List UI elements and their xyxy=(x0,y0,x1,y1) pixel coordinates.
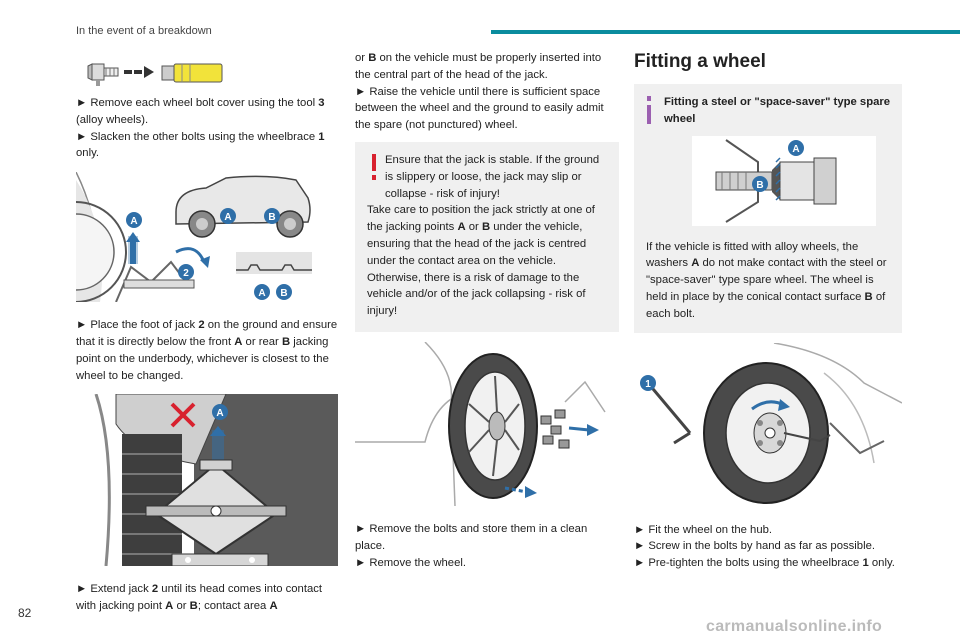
step-extend-jack: ► Extend jack 2 until its head comes int… xyxy=(76,583,323,613)
fig1-label-b2: B xyxy=(280,288,287,299)
info-title: Fitting a steel or "space-saver" type sp… xyxy=(664,96,891,125)
column-3: Fitting a wheel Fitting a steel or "spac… xyxy=(634,50,903,572)
warning-text-jacking-points: Take care to position the jack strictly … xyxy=(367,204,595,318)
step-remove-bolt-covers: ► Remove each wheel bolt cover using the… xyxy=(76,97,325,126)
column-1: ► Remove each wheel bolt cover using the… xyxy=(25,50,338,615)
fig1-label-a3: A xyxy=(258,288,265,299)
running-header: In the event of a breakdown xyxy=(76,25,212,37)
info-text: If the vehicle is fitted with alloy whee… xyxy=(646,240,887,320)
step-screw-bolts: ► Screw in the bolts by hand as far as p… xyxy=(634,540,876,553)
jack-placement-illustration: A 2 A B A B xyxy=(25,171,312,304)
warning-text-stability: Ensure that the jack is stable. If the g… xyxy=(385,153,600,200)
warning-exclamation-icon xyxy=(372,153,376,180)
info-fig-label-a: A xyxy=(792,144,799,155)
bolt-cover-tool-illustration xyxy=(87,63,223,86)
info-icon xyxy=(647,96,651,124)
header-accent-bar xyxy=(491,30,960,34)
watermark-text: carmanualsonline.info xyxy=(706,618,883,635)
bolt-washer-illustration: A B xyxy=(692,135,876,226)
info-fig-label-b: B xyxy=(756,180,763,191)
jack-contact-illustration: A xyxy=(76,393,338,567)
info-box: Fitting a steel or "space-saver" type sp… xyxy=(634,84,902,333)
page-number: 82 xyxy=(18,606,32,620)
step-slacken-bolts: ► Slacken the other bolts using the whee… xyxy=(76,130,325,160)
step-place-jack: ► Place the foot of jack 2 on the ground… xyxy=(76,319,338,382)
fig1-label-a2: A xyxy=(224,212,231,223)
step-remove-wheel: ► Remove the wheel. xyxy=(355,556,467,569)
step-remove-bolts: ► Remove the bolts and store them in a c… xyxy=(355,522,588,552)
fig2-label-a: A xyxy=(216,408,223,419)
step-pretighten-bolts: ► Pre-tighten the bolts using the wheelb… xyxy=(634,557,895,570)
step-jack-head-insert: or B on the vehicle must be properly ins… xyxy=(355,52,602,81)
fig1-label-a1: A xyxy=(130,216,137,227)
fig1-label-2: 2 xyxy=(183,268,189,279)
section-heading: Fitting a wheel xyxy=(634,51,766,72)
column-2: or B on the vehicle must be properly ins… xyxy=(355,50,619,571)
step-fit-wheel: ► Fit the wheel on the hub. xyxy=(634,523,773,536)
remove-bolts-illustration xyxy=(355,341,606,506)
fit-fig-label-1: 1 xyxy=(645,379,651,390)
fit-wheel-illustration: 1 xyxy=(640,341,903,504)
step-raise-vehicle: ► Raise the vehicle until there is suffi… xyxy=(355,85,604,132)
warning-box: Ensure that the jack is stable. If the g… xyxy=(355,141,619,332)
fig1-label-b1: B xyxy=(268,212,275,223)
